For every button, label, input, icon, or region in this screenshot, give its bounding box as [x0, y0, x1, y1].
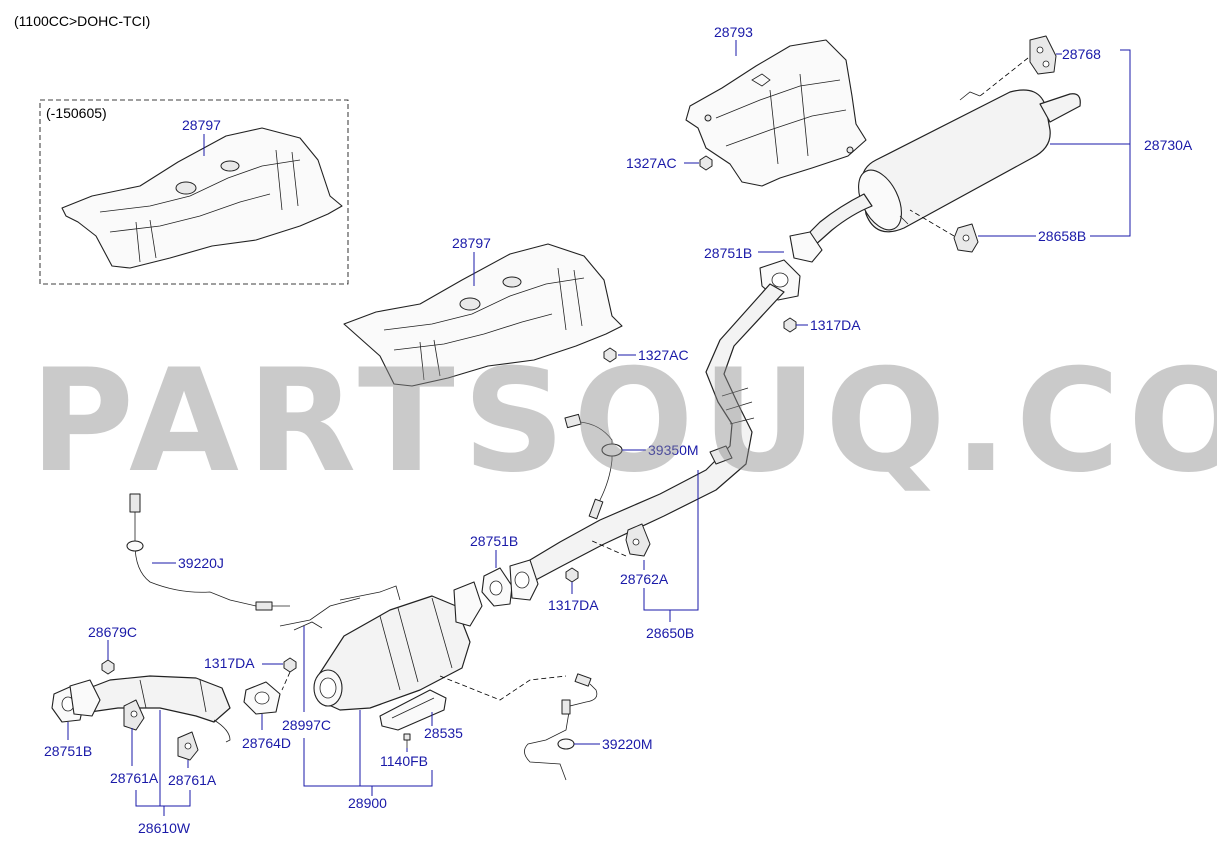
label-1327AC-top: 1327AC: [626, 155, 677, 171]
label-28751B-left: 28751B: [44, 743, 92, 759]
label-28751B-top: 28751B: [704, 245, 752, 261]
sensor-39220J-drawing: [126, 493, 290, 611]
nut-1327AC-top-drawing: [699, 155, 713, 171]
label-1140FB: 1140FB: [380, 753, 428, 769]
label-28650B: 28650B: [646, 625, 694, 641]
heat-shield-main-drawing: [343, 243, 623, 387]
label-28679C: 28679C: [88, 624, 137, 640]
label-28997C: 28997C: [282, 717, 331, 733]
label-39350M: 39350M: [648, 442, 699, 458]
heat-shield-28793-drawing: [685, 39, 867, 187]
catalytic-converter-drawing: [279, 581, 483, 711]
nut-1317DA-left-drawing: [283, 657, 297, 673]
gasket-28751B-mid-drawing: [481, 559, 539, 607]
inset-note: (-150605): [46, 105, 107, 121]
heat-shield-inset-drawing: [61, 127, 343, 269]
label-28762A: 28762A: [620, 571, 669, 587]
label-28768: 28768: [1062, 46, 1101, 62]
label-39220J: 39220J: [178, 555, 224, 571]
nut-1317DA-top-drawing: [783, 317, 797, 333]
nut-28679C-drawing: [101, 659, 115, 675]
label-28751B-mid: 28751B: [470, 533, 518, 549]
hanger-28762A-drawing: [625, 523, 651, 557]
hanger-28658B-drawing: [953, 223, 979, 253]
label-28764D: 28764D: [242, 735, 291, 751]
bolt-1140FB-drawing: [403, 733, 411, 748]
label-1327AC-mid: 1327AC: [638, 347, 689, 363]
hanger-28768-drawing: [1029, 35, 1057, 75]
nut-1327AC-mid-drawing: [603, 347, 617, 363]
nut-1317DA-mid-drawing: [565, 567, 579, 583]
watermark: PARTSOUQ.COM: [30, 339, 1217, 504]
label-1317DA-left: 1317DA: [204, 655, 255, 671]
sensor-39220M-drawing: [524, 673, 598, 781]
front-pipe-28610W-drawing: [51, 675, 231, 761]
label-28610W: 28610W: [138, 820, 191, 836]
label-28658B: 28658B: [1038, 228, 1086, 244]
label-28761A-b: 28761A: [168, 772, 217, 788]
label-28730A: 28730A: [1144, 137, 1193, 153]
cover-28535-drawing: [379, 689, 447, 731]
label-28793: 28793: [714, 24, 753, 40]
label-39220M: 39220M: [602, 736, 653, 752]
label-28761A-a: 28761A: [110, 770, 159, 786]
muffler-28730A-drawing: [805, 89, 1081, 247]
sensor-39350M-drawing: [564, 413, 623, 520]
label-28797-inset: 28797: [182, 117, 221, 133]
label-28900: 28900: [348, 795, 387, 811]
label-28797: 28797: [452, 235, 491, 251]
label-1317DA-top: 1317DA: [810, 317, 861, 333]
gasket-28764D-drawing: [243, 681, 281, 715]
label-1317DA-mid: 1317DA: [548, 597, 599, 613]
label-28535: 28535: [424, 725, 463, 741]
inset-frame: [39, 99, 349, 285]
variant-header: (1100CC>DOHC-TCI): [14, 13, 150, 29]
